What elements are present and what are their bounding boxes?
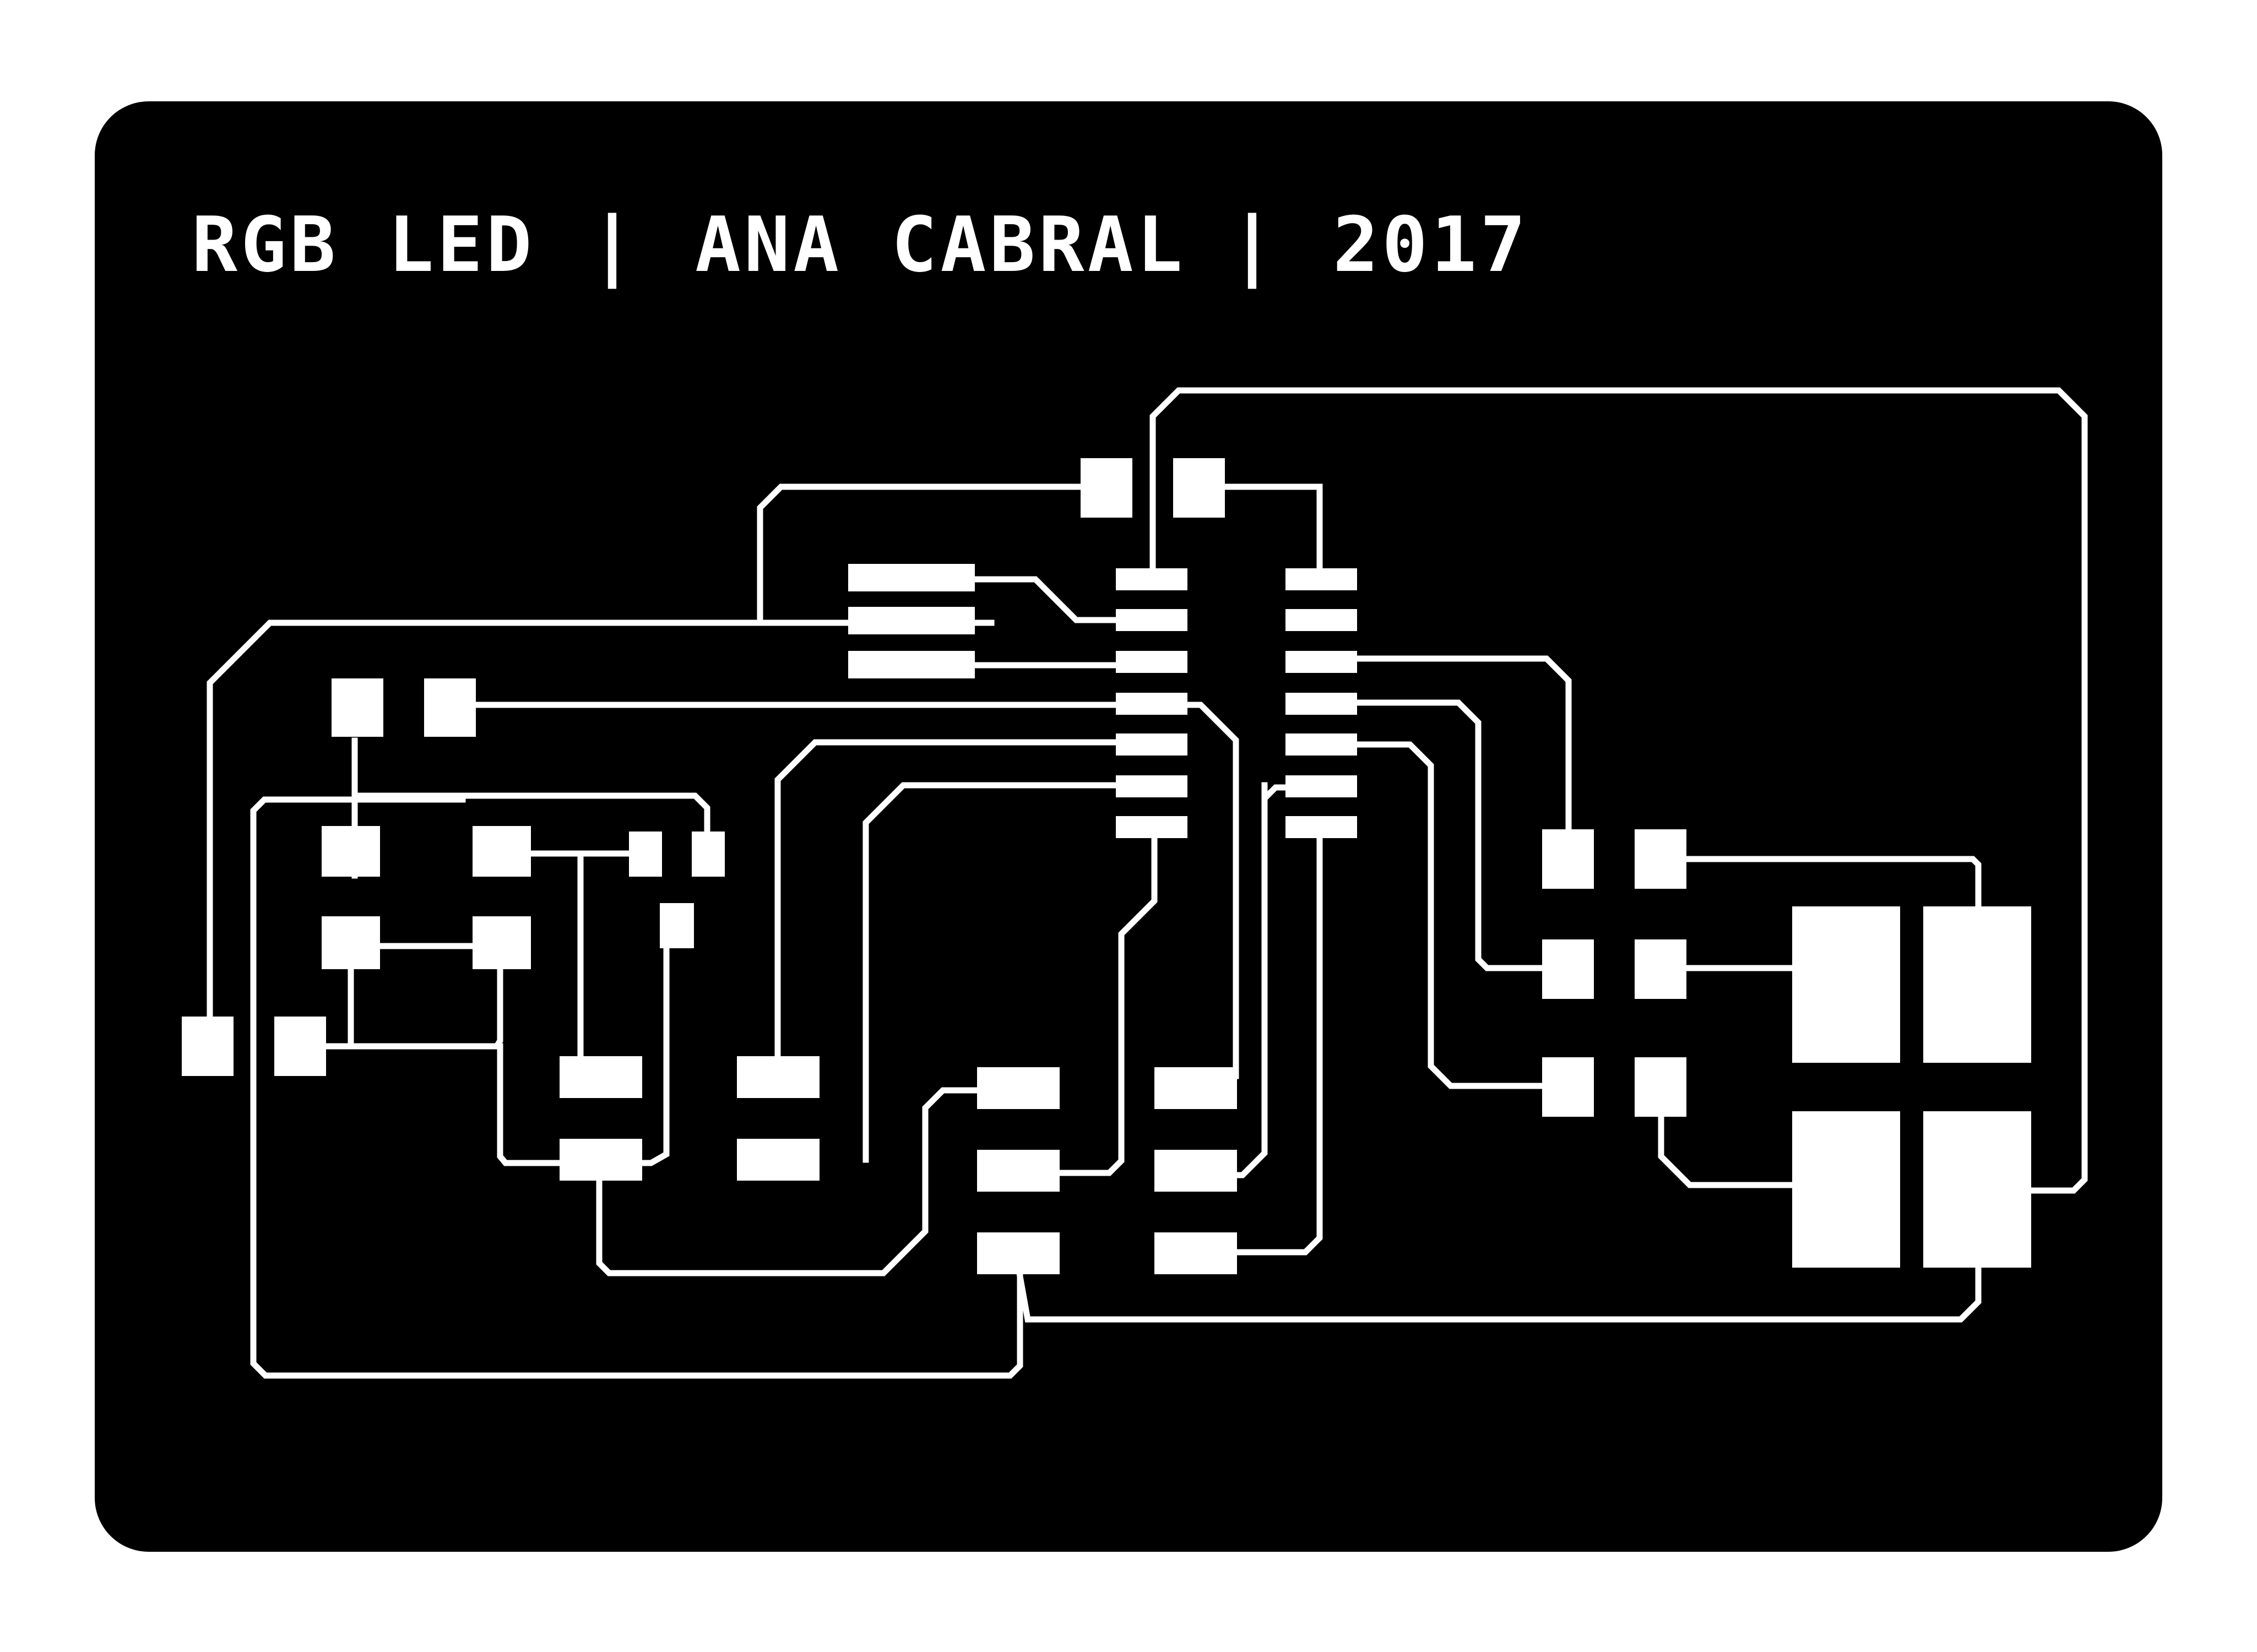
ic-pin-right-3 (1285, 651, 1357, 673)
rgb-led-pad-3 (1792, 1111, 1900, 1268)
cap-pad-a-right (424, 678, 476, 737)
rgb-res-pad-1 (1542, 829, 1594, 889)
board-title-rgb-led: RGB LED (192, 200, 535, 289)
board-title-separator-2: | (1229, 200, 1278, 289)
trace-left-vertical (207, 620, 995, 1030)
copper-pads (182, 458, 2031, 1274)
res-pad-3 (629, 832, 662, 877)
rgb-res-pad-4 (1635, 939, 1686, 999)
ftdi-pad-6 (1154, 1232, 1237, 1274)
rgb-res-pad-6 (1635, 1057, 1686, 1117)
trace-crystal-right (1218, 483, 1323, 583)
ic-pin-left-5 (1116, 733, 1187, 756)
res-pad-7 (473, 916, 531, 969)
cap-pad-a-left (332, 678, 383, 737)
conn-pad-2 (274, 1017, 326, 1076)
trace-pad-row (470, 702, 1239, 1079)
trace-top-loop (1149, 387, 2088, 1194)
rgb-led-pad-1 (1792, 906, 1900, 1063)
crystal-pad-right (1173, 458, 1225, 518)
smd-pad-3 (737, 1056, 820, 1098)
trace-bottom-return (1016, 1262, 1982, 1323)
header-pad-2 (848, 607, 975, 634)
trace-chip-right-3 (1352, 741, 1556, 1089)
crystal-pad-left (1081, 458, 1132, 518)
conn-pad-1 (182, 1017, 234, 1076)
ftdi-pad-5 (1154, 1150, 1237, 1192)
trace-rgb-top (1681, 856, 1982, 910)
ic-pin-right-2 (1285, 609, 1357, 631)
trace-chip-long-drop (1230, 823, 1323, 1256)
ic-pin-right-6 (1285, 775, 1357, 797)
board-title-author: ANA CABRAL (695, 200, 1186, 289)
rgb-res-pad-5 (1542, 1057, 1594, 1117)
res-pad-6 (322, 916, 380, 969)
trace-left-bracket (351, 737, 710, 838)
ftdi-pad-3 (977, 1232, 1060, 1274)
trace-chip-right-2 (1352, 699, 1556, 971)
header-pad-3 (848, 651, 975, 678)
board-title-year: 2017 (1333, 200, 1529, 289)
copper-traces (207, 387, 2088, 1379)
trace-right-column (1230, 782, 1268, 1178)
trace-chip-drop (1049, 823, 1158, 1176)
ic-pin-right-1 (1285, 568, 1357, 590)
rgb-res-pad-2 (1635, 829, 1686, 889)
res-pad-4 (692, 832, 725, 877)
ic-pin-left-6 (1116, 775, 1187, 797)
trace-chip-right-1 (1352, 655, 1572, 840)
smd-pad-2 (560, 1139, 642, 1181)
ftdi-pad-2 (977, 1150, 1060, 1192)
ic-pin-left-2 (1116, 609, 1187, 631)
ic-pin-left-3 (1116, 651, 1187, 673)
ic-pin-left-1 (1116, 568, 1187, 590)
rgb-led-pad-2 (1923, 906, 2031, 1063)
trace-upper-left (757, 483, 1090, 623)
ftdi-pad-1 (977, 1067, 1060, 1109)
ic-pin-right-7 (1285, 816, 1357, 838)
smd-pad-1 (560, 1056, 642, 1098)
rgb-res-pad-3 (1542, 939, 1594, 999)
res-pad-1 (322, 826, 380, 877)
trace-outer-loop (250, 796, 1023, 1379)
ic-pin-left-4 (1116, 693, 1187, 715)
smd-pad-4 (737, 1139, 820, 1181)
res-pad-2 (473, 826, 531, 877)
trace-header-1 (774, 739, 1127, 1083)
ic-pin-left-7 (1116, 816, 1187, 838)
board-title-separator-1: | (589, 200, 638, 289)
trace-mid-1 (972, 576, 1127, 623)
trace-vertical-right (636, 927, 670, 1166)
ic-pin-right-4 (1285, 693, 1357, 715)
rgb-led-pad-4 (1923, 1111, 2031, 1268)
trace-left-return (596, 1087, 989, 1276)
ic-pin-right-5 (1285, 733, 1357, 756)
ftdi-pad-4 (1154, 1067, 1237, 1109)
trace-header-2 (862, 782, 1127, 1163)
trace-rgb-low (1658, 1109, 1797, 1188)
header-pad-1 (848, 564, 975, 591)
res-pad-5 (660, 903, 694, 948)
